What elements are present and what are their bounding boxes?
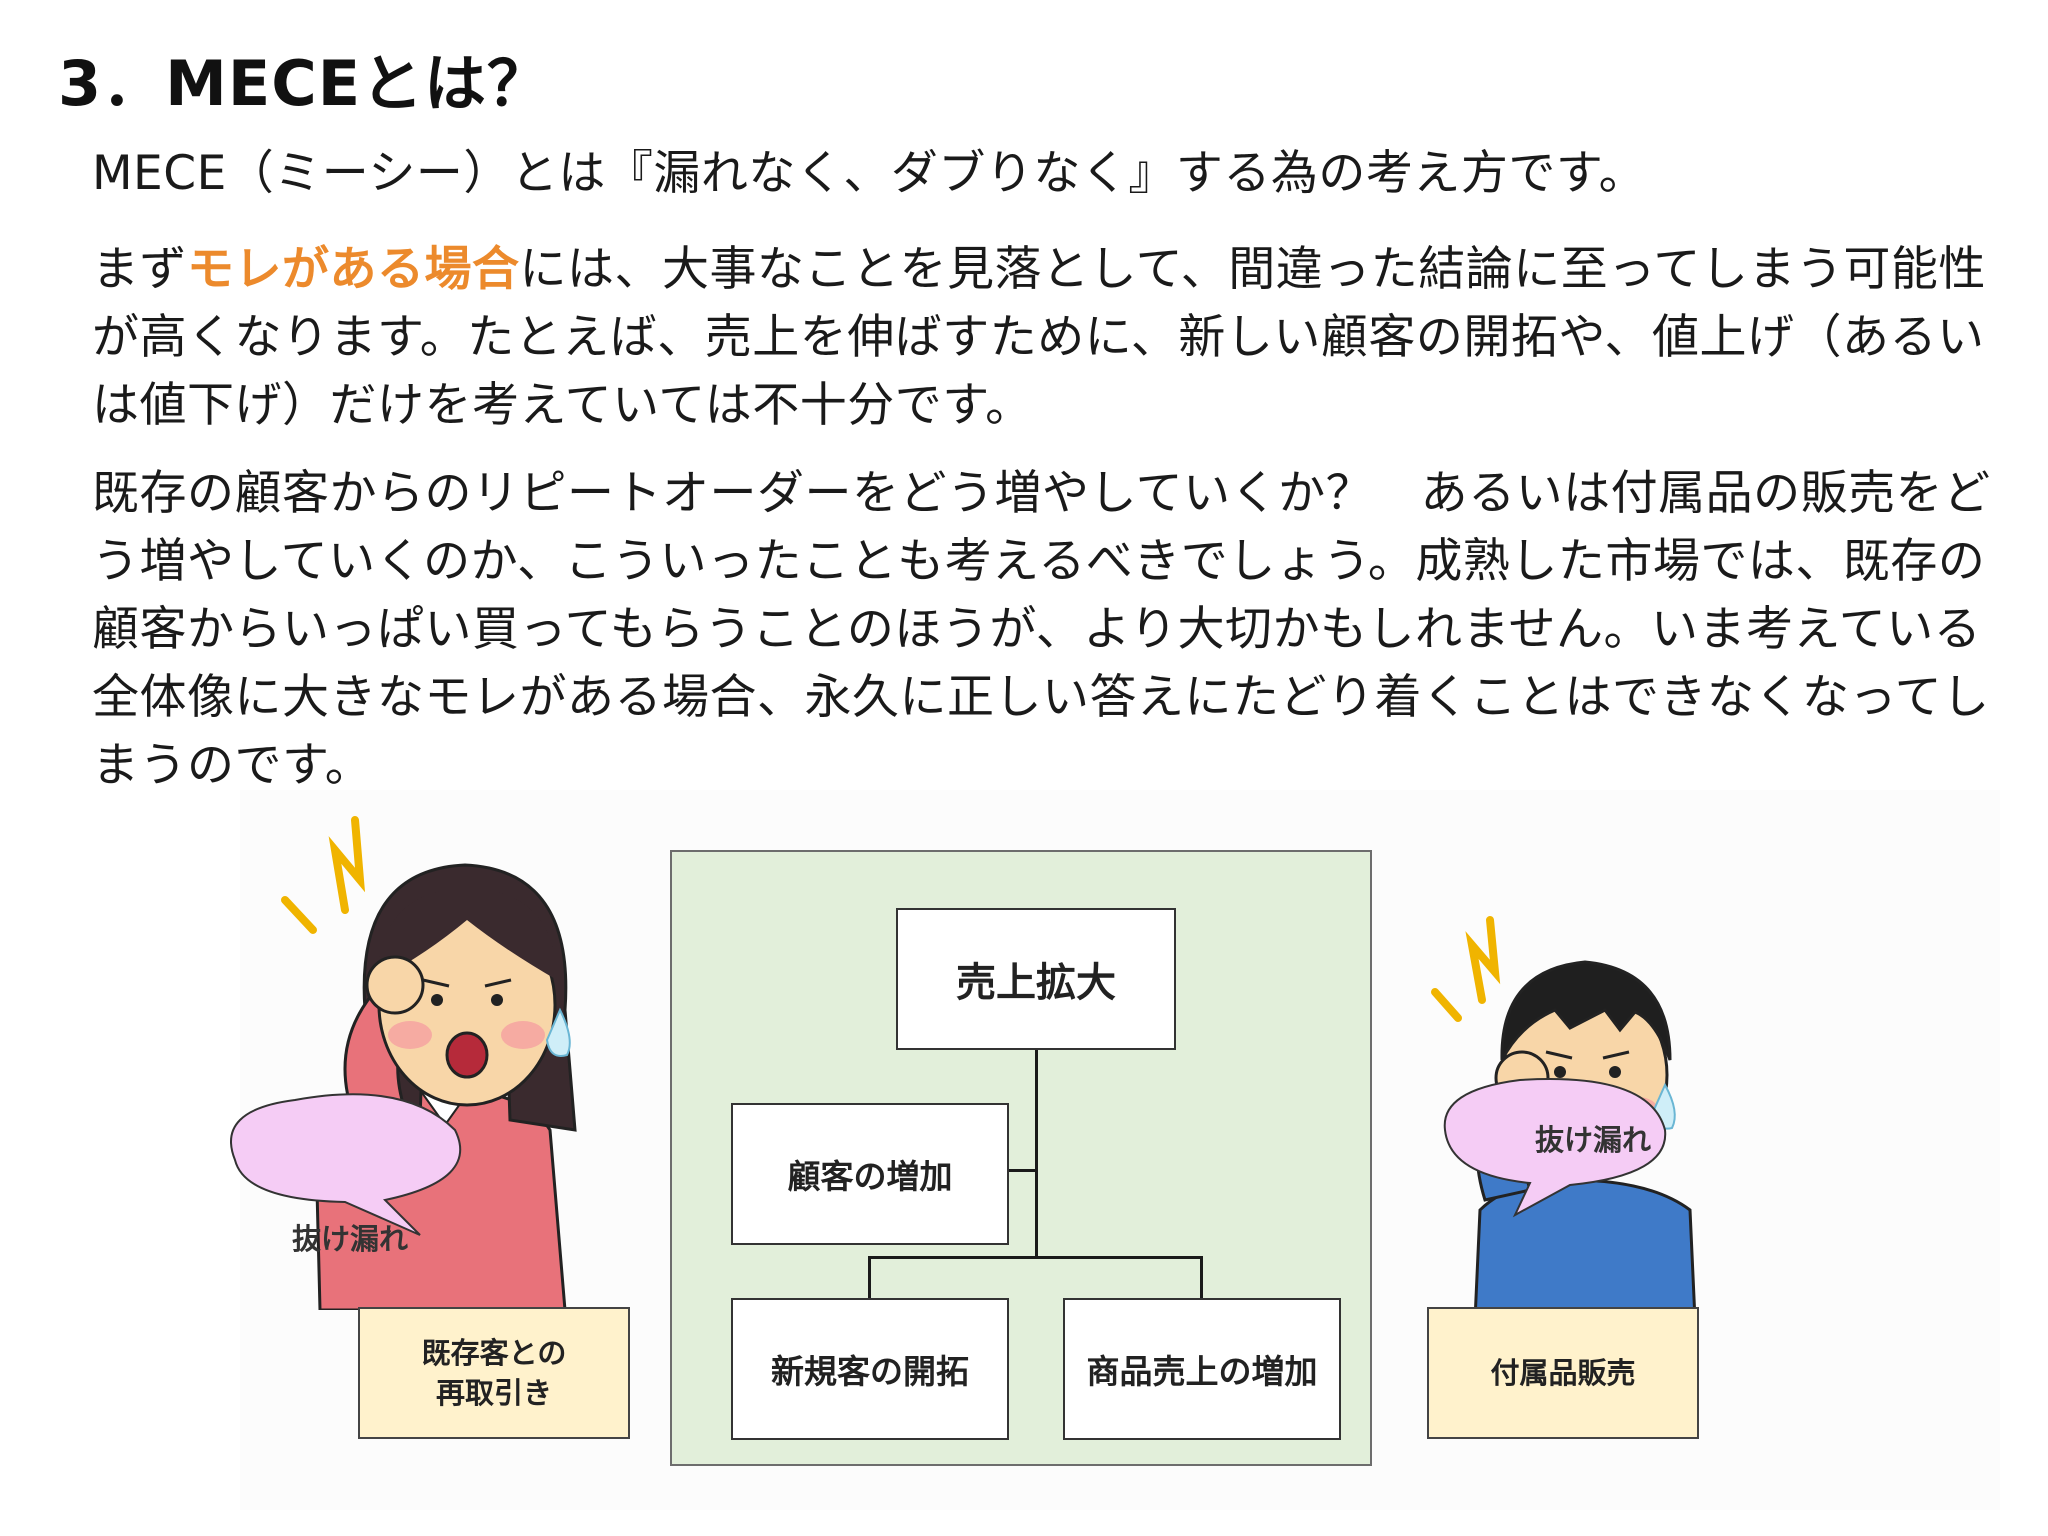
paragraph-definition: MECE（ミーシー）とは『漏れなく、ダブりなく』する為の考え方です。 <box>92 146 1647 201</box>
shock-mark-icon <box>281 816 366 934</box>
worried-man-illustration <box>1431 916 1697 1320</box>
connector-trunk <box>1035 1048 1038 1258</box>
missing-box-line1: 既存客との <box>421 1336 567 1370</box>
connector-new-customers <box>868 1256 871 1300</box>
sweat-drop-icon <box>545 1007 571 1057</box>
paragraph-omission-before: まず <box>92 242 187 297</box>
right-bubble-text: 抜け漏れ <box>1534 1123 1651 1157</box>
node-customer-increase: 顧客の増加 <box>731 1103 1009 1245</box>
paragraph-omission: まずモレがある場合には、大事なことを見落として、間違った結論に至ってしまう可能性… <box>92 236 2002 440</box>
mece-illustration: 抜け漏れ 既存客との 再取引き 売上拡大 顧客の増加 新規客の開拓 商品売上の増… <box>0 790 2048 1510</box>
left-bubble-text: 抜け漏れ <box>291 1222 408 1256</box>
paragraph-omission-after: には、大事なことを見落として、間違った結論に至ってしまう可能性が高くなります。た… <box>92 242 1986 433</box>
worried-woman-illustration <box>230 816 577 1310</box>
missing-box-repeat-business: 既存客との 再取引き <box>358 1307 630 1439</box>
shock-mark-icon <box>1431 916 1501 1022</box>
highlight-phrase: モレがある場合 <box>187 242 520 297</box>
connector-product-sales <box>1200 1256 1203 1300</box>
connector-branch <box>868 1256 1202 1259</box>
paragraph-example: 既存の顧客からのリピートオーダーをどう増やしていくか？ あるいは付属品の販売をど… <box>92 466 1991 793</box>
node-new-customer-development: 新規客の開拓 <box>731 1298 1009 1440</box>
missing-box-accessory-sales: 付属品販売 <box>1427 1307 1699 1439</box>
connector-customers <box>1007 1169 1037 1172</box>
node-sales-expansion: 売上拡大 <box>896 908 1176 1050</box>
node-product-sales-increase: 商品売上の増加 <box>1063 1298 1341 1440</box>
missing-box-line2: 再取引き <box>435 1376 552 1410</box>
section-heading: 3．MECEとは？ <box>58 47 551 120</box>
